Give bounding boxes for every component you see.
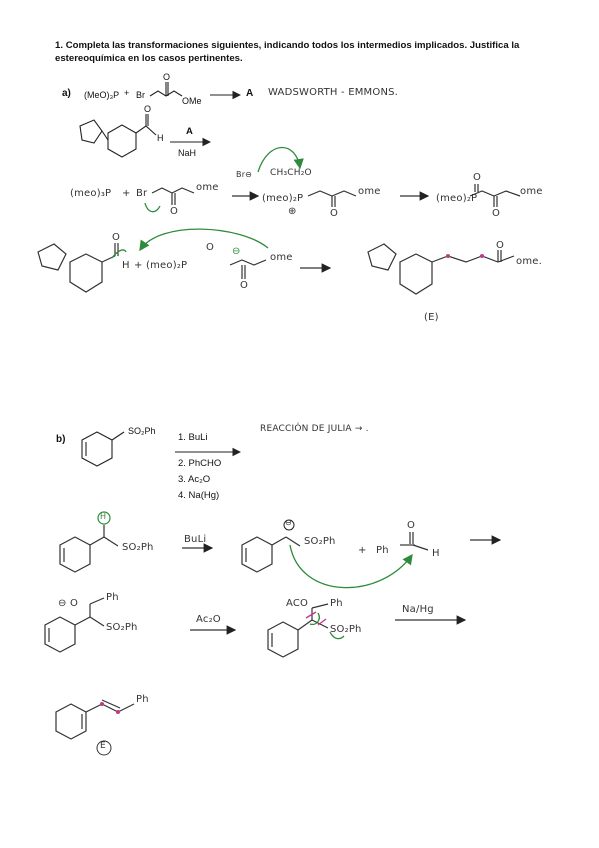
mechb-ph: Ph [376,545,389,556]
part-a-label: a) [62,88,71,99]
green-arrow-carbonyl [111,249,127,259]
stereo-mark-1 [446,254,450,258]
pink-bond-mark [305,611,317,619]
mech2-aldehyde-h: H [122,260,130,271]
pink-bond-mark-2 [317,618,327,626]
green-arrow-ylide-attack [139,228,269,252]
mechb-buli: BuLi [184,534,207,545]
mech-int-ome: ome [358,186,381,197]
mech-int-p: (meo)₂P [262,193,304,204]
mech-ome: ome [196,182,219,193]
reagent-a: A [186,126,193,137]
final-stereo-1 [100,702,104,706]
mech-prod-ome: ome [520,186,543,197]
reagent-4: 4. Na(Hg) [178,490,220,501]
mech-br-anion: Br⊖ [236,170,253,179]
green-arrow-anion-attack [289,544,413,589]
phosphite-text: (MeO)₃P [84,90,120,100]
mechb-minus: ⊖ [285,518,292,527]
question-header: 1. Completa las transformaciones siguien… [55,40,560,65]
e-circle [96,740,112,756]
final-e: E [100,741,106,751]
stereo-e-label: (E) [424,312,439,323]
julia-note: REACCIÓN DE JULIA → . [260,424,369,434]
mechb-o: O [407,520,416,531]
h-circle [97,511,111,525]
mechb2-ph: Ph [106,592,119,603]
wadsworth-emmons-note: WADSWORTH - EMMONS. [268,87,399,98]
mechb-h-ald: H [432,548,440,559]
mechb2-ph2: Ph [330,598,343,609]
mech-prod-o-bottom: O [492,208,501,219]
green-arrow-phosphite [144,202,161,213]
sulfone-group: SO₂Ph [128,426,156,436]
mech2-aldehyde-o: O [112,232,121,243]
mechb-plus: + [358,545,367,556]
mech-a-row2-bonds [37,243,515,295]
aldehyde-h-label: H [157,133,164,143]
question-number: 1. [55,40,64,51]
final-ph: Ph [136,694,149,705]
mech-phosphite: (meo)₃P [70,188,112,199]
question-text: Completa las transformaciones siguientes… [55,40,520,64]
carbonyl-o: O [163,72,171,82]
br-text: Br [136,90,145,100]
reagent-1: 1. BuLi [178,432,208,443]
mech-int-o: O [330,208,339,219]
plus-sign: + [124,88,130,98]
final-ome: ome. [516,256,542,267]
reagent-2: 2. PhCHO [178,458,222,469]
final-diene-structure [55,699,135,740]
anion-charge-circle [283,519,295,531]
final-stereo-2 [116,710,120,714]
ketal-aldehyde-structure [79,114,157,158]
mech-o: O [170,206,179,217]
mech-prod-o-top: O [473,172,482,183]
reagent-nah: NaH [178,148,197,158]
ome-text: OMe [182,96,202,106]
mechb-h: H [100,512,107,521]
product-a-label: A [246,88,254,99]
mech-int-plus: ⊕ [288,206,297,217]
mechb2-alkoxide: ⊖ O [58,598,79,609]
mech-plus: + [122,188,131,199]
green-arrow-elim-2 [329,631,345,640]
mech-b-row1-bonds [59,532,429,573]
part-b-label: b) [56,434,66,445]
bromoacetate-structure [149,82,183,97]
mechb2-so2ph2: SO₂Ph [330,624,362,635]
mechb2-ac2o: Ac₂O [196,614,221,625]
stereo-mark-2 [480,254,484,258]
mech2-plus: + [134,260,143,271]
final-o: O [496,240,505,251]
mechb2-nahg: Na/Hg [402,604,434,615]
mech2-ylide-p: (meo)₂P [146,260,188,271]
mech-ethoxide: CH₃CH₂O [270,168,312,178]
mech2-ylide-ome: ome [270,252,293,263]
cyclohexenyl-sulfone-structure [81,431,125,467]
mechb2-aco: ACO [286,598,309,609]
mech-b-row2-bonds [44,597,329,658]
aldehyde-o-label: O [144,104,152,114]
mech-a-row1-bonds [151,184,521,207]
mechb-so2ph: SO₂Ph [122,542,154,553]
reagent-3: 3. Ac₂O [178,474,211,485]
mechb2-so2ph: SO₂Ph [106,622,138,633]
green-arrow-ethoxide [257,146,304,173]
mech2-ylide-o-top: O [206,242,215,253]
mechb-anion-so2ph: SO₂Ph [304,536,336,547]
mech-prod-p: (meo)₂P [436,193,478,204]
mech-br: Br [136,188,148,199]
green-arrow-elim-1 [309,612,320,626]
mech2-minus: ⊖ [232,246,241,257]
mech2-ylide-o-bottom: O [240,280,249,291]
